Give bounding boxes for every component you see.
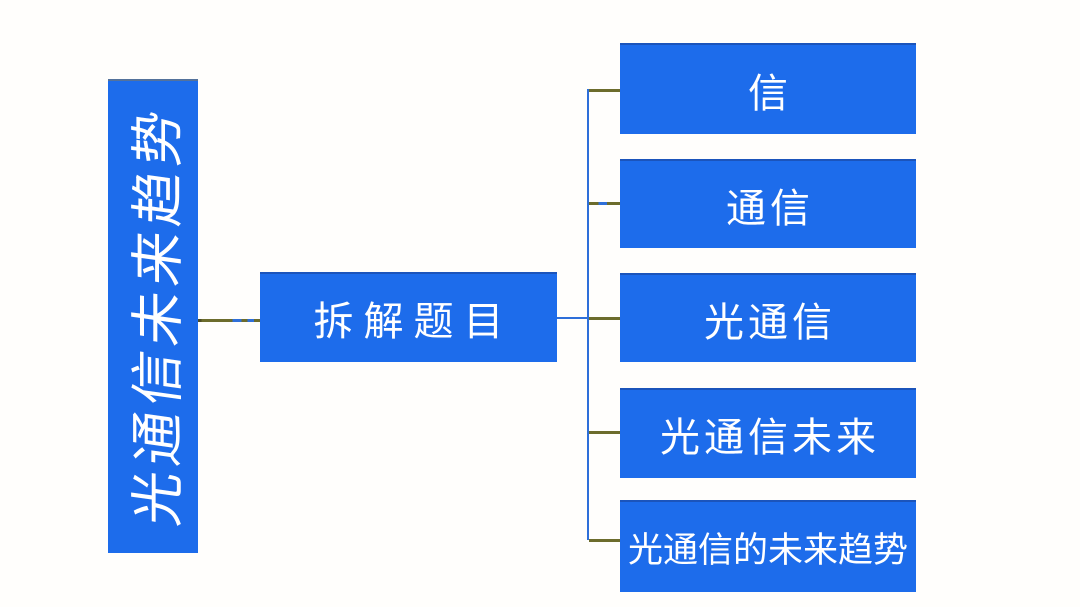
leaf-node-4[interactable]: 光通信未来 <box>620 388 916 478</box>
leaf-node-5[interactable]: 光通信的未来趋势 <box>620 500 916 592</box>
connector-branch-leaf-4 <box>589 431 620 434</box>
leaf-node-4-label: 光通信未来 <box>660 415 880 461</box>
leaf-node-3[interactable]: 光通信 <box>620 273 916 362</box>
leaf-node-3-label: 光通信 <box>704 299 836 346</box>
connector-mid-to-trunk <box>557 317 589 319</box>
connector-root-to-mid <box>198 319 260 322</box>
connector-branch-leaf-5 <box>589 539 620 542</box>
connector-branch-leaf-3 <box>589 317 620 320</box>
mid-node-label: 拆解题目 <box>313 299 514 345</box>
root-node-label: 光通信未来趋势 <box>126 100 190 530</box>
mid-node[interactable]: 拆解题目 <box>260 272 557 362</box>
connector-trunk-vertical <box>587 89 589 540</box>
root-node[interactable]: 光通信未来趋势 <box>108 79 198 553</box>
leaf-node-2-label: 通信 <box>726 185 814 232</box>
leaf-node-2[interactable]: 通信 <box>620 159 916 248</box>
leaf-node-5-label: 光通信的未来趋势 <box>627 530 908 571</box>
connector-branch-leaf-1 <box>589 89 620 92</box>
leaf-node-1[interactable]: 信 <box>620 43 916 134</box>
connector-branch-leaf-2 <box>589 202 620 205</box>
leaf-node-1-label: 信 <box>748 70 792 117</box>
